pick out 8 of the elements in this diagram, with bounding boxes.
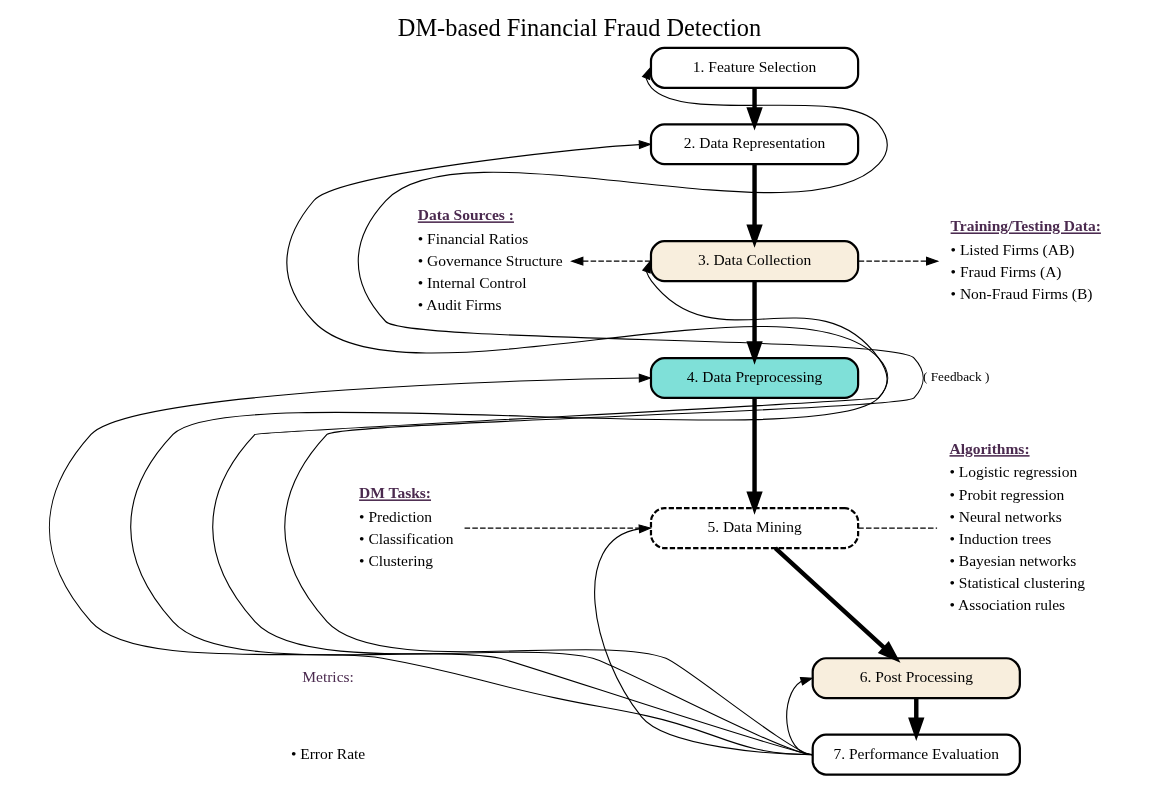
node-text: DM Tasks: • Prediction • Classification • Clustering bbox=[359, 484, 454, 569]
diagram-title: DM-based Financial Fraud Detection bbox=[397, 14, 762, 42]
node-text: Data Sources : • Financial Ratios • Governance Structure • Internal Control • Audit Firms bbox=[417, 206, 563, 314]
label: Metrics: bbox=[302, 668, 354, 686]
node-text: Algorithms: • Logistic regression • Probit regression • Neural networks • Induction trees • Bayesian networks • Statistical clustering • Association rules bbox=[949, 440, 1085, 614]
label: • Error Rate bbox=[290, 744, 366, 762]
node-text: Training/Testing Data: • Listed Firms (AB) • Fraud Firms (A) • Non-Fraud Firms (B) bbox=[950, 217, 1101, 303]
edge-label: ( Feedback ) bbox=[922, 369, 990, 385]
